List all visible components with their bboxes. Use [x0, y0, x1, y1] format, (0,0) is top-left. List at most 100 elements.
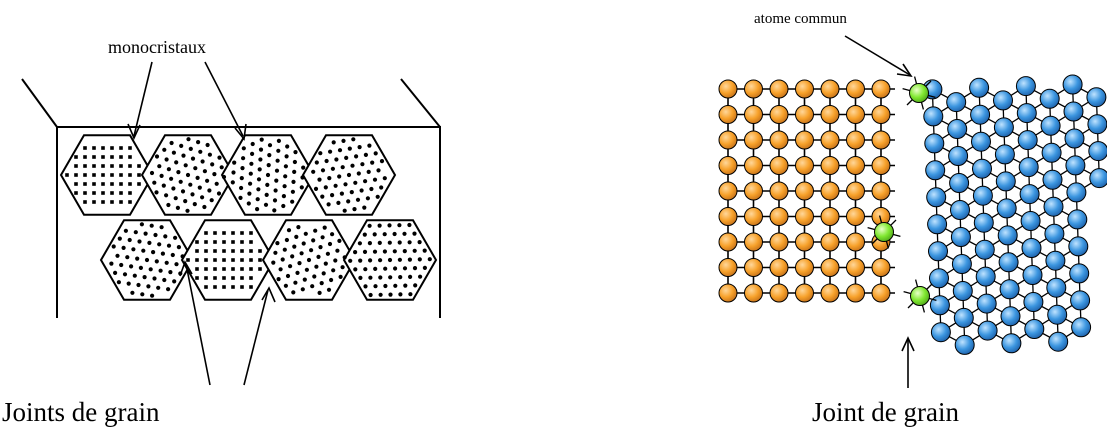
- atom-dot: [167, 167, 171, 171]
- atom-dot: [378, 224, 382, 228]
- orange-atom: [770, 106, 788, 124]
- atom-dot: [156, 286, 160, 290]
- atom-dot: [327, 176, 331, 180]
- atom-dot: [213, 276, 217, 280]
- atom-dot: [353, 267, 357, 271]
- orange-atom: [719, 106, 737, 124]
- atom-dot: [176, 170, 180, 174]
- atom-dot: [101, 200, 105, 204]
- atom-dot: [423, 266, 427, 270]
- blue-atom: [973, 186, 992, 205]
- atom-dot: [110, 155, 114, 159]
- atom-dot: [128, 146, 132, 150]
- atom-dot: [313, 229, 317, 233]
- orange-atom: [847, 208, 865, 226]
- atom-dot: [348, 259, 352, 263]
- atom-dot: [379, 293, 383, 297]
- atom-dot: [277, 139, 281, 143]
- atom-dot: [240, 176, 244, 180]
- atom-dot: [340, 192, 344, 196]
- atom-dot: [255, 207, 259, 211]
- atom-dot: [159, 269, 163, 273]
- atom-dot: [198, 150, 202, 154]
- atom-dot: [185, 209, 189, 213]
- atom-dot: [128, 238, 132, 242]
- atom-dot: [363, 267, 367, 271]
- atom-dot: [259, 148, 263, 152]
- atom-dot: [330, 193, 334, 197]
- atom-dot: [231, 231, 235, 235]
- atom-dot: [172, 151, 176, 155]
- orange-atom: [719, 182, 737, 200]
- atom-dot: [388, 241, 392, 245]
- atom-dot: [376, 168, 380, 172]
- atom-dot: [324, 262, 328, 266]
- left-caption: Joints de grain: [2, 397, 160, 427]
- atom-dot: [376, 195, 380, 199]
- atom-dot: [128, 173, 132, 177]
- blue-atom: [1020, 185, 1039, 204]
- atom-dot: [339, 275, 343, 279]
- atom-dot: [320, 281, 324, 285]
- atom-dot: [341, 165, 345, 169]
- blue-atom: [999, 253, 1018, 272]
- atom-dot: [231, 249, 235, 253]
- atom-dot: [316, 255, 320, 259]
- blue-atom: [1045, 224, 1064, 243]
- atom-dot: [285, 238, 289, 242]
- atom-dot: [83, 191, 87, 195]
- atom-dot: [312, 274, 316, 278]
- orange-atom: [847, 259, 865, 277]
- atom-dot: [115, 254, 119, 258]
- orange-atom: [770, 80, 788, 98]
- orange-atom: [719, 131, 737, 149]
- atom-dot: [191, 157, 195, 161]
- blue-atom: [1070, 264, 1089, 283]
- atom-dot: [310, 284, 314, 288]
- atom-dot: [74, 173, 78, 177]
- atom-dot: [287, 228, 291, 232]
- blue-atom: [925, 134, 944, 153]
- orange-atom: [745, 208, 763, 226]
- atom-dot: [74, 191, 78, 195]
- atom-dot: [198, 186, 202, 190]
- atom-dot: [128, 200, 132, 204]
- atom-dot: [150, 294, 154, 298]
- atom-dot: [101, 182, 105, 186]
- atom-dot: [164, 193, 168, 197]
- blue-atom: [949, 147, 968, 166]
- atom-dot: [65, 173, 69, 177]
- blue-atom: [928, 215, 947, 234]
- atom-dot: [275, 169, 279, 173]
- blue-atom: [998, 226, 1017, 245]
- atom-dot: [222, 240, 226, 244]
- blue-atom: [997, 199, 1016, 218]
- blue-atom: [947, 93, 966, 112]
- atom-dot: [195, 258, 199, 262]
- atom-dot: [309, 248, 313, 252]
- orange-atom: [770, 284, 788, 302]
- orange-atom: [821, 233, 839, 251]
- atom-dot: [343, 209, 347, 213]
- atom-dot: [351, 137, 355, 141]
- blue-atom: [1023, 266, 1042, 285]
- atom-dot: [353, 250, 357, 254]
- atom-dot: [183, 199, 187, 203]
- orange-atom: [872, 106, 890, 124]
- blue-atom: [1001, 307, 1020, 326]
- blue-atom: [954, 308, 973, 327]
- atom-dot: [249, 162, 253, 166]
- atom-dot: [251, 142, 255, 146]
- atom-dot: [388, 258, 392, 262]
- atom-dot: [140, 292, 144, 296]
- atom-dot: [119, 191, 123, 195]
- atom-dot: [161, 252, 165, 256]
- atom-dot: [317, 178, 321, 182]
- atom-dot: [119, 146, 123, 150]
- blue-atom: [1016, 77, 1035, 96]
- atom-dot: [249, 249, 253, 253]
- atom-dot: [398, 292, 402, 296]
- blue-atom: [1064, 102, 1083, 121]
- atom-dot: [325, 159, 329, 163]
- atom-dot: [222, 285, 226, 289]
